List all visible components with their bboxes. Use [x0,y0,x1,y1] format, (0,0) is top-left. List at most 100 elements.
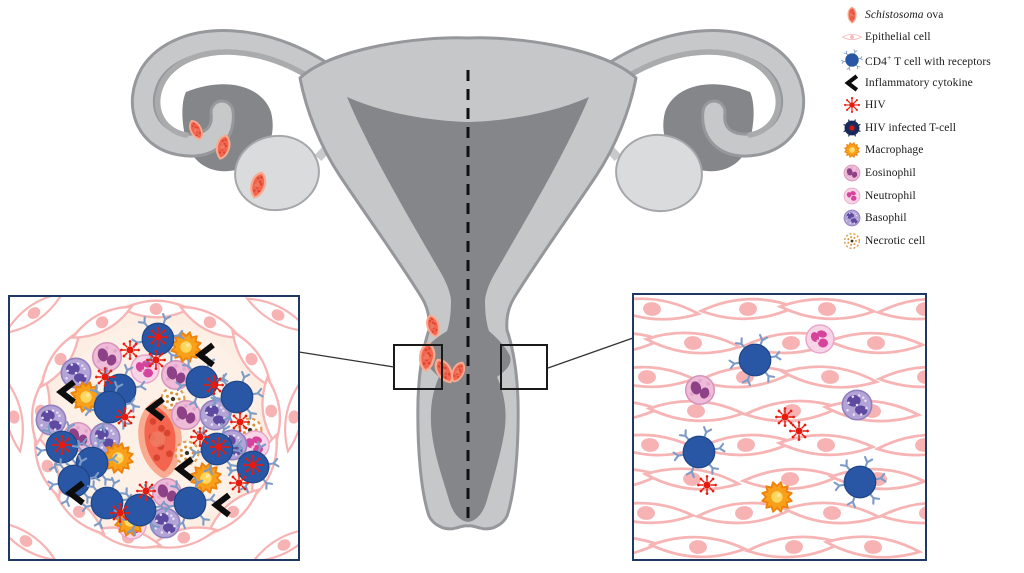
cytokine-icon [195,342,215,368]
hiv-infected-t-cell-icon [838,116,865,140]
hiv-icon [209,437,229,457]
granuloma-inset-panel [0,291,318,563]
legend-label: Macrophage [865,144,924,157]
cd4-icon [728,333,782,387]
granuloma-illustration [0,291,318,563]
legend-label: Eosinophil [865,166,916,179]
hiv-icon [838,93,865,117]
callout-box-right [500,344,548,390]
epithelial-cell-icon [838,25,865,49]
cd4-icon [83,380,137,434]
legend-item-neutrophil: Neutrophil [838,187,1022,205]
macrophage-icon [761,481,793,513]
fallopian-tube-right [583,29,806,158]
epithelial-cell-icon [645,399,747,423]
connector-line [547,337,634,369]
legend-item-necrotic-cell: Necrotic cell [838,232,1022,250]
epithelial-cell-icon [647,535,749,559]
legend-item-epithelial-cell: Epithelial cell [838,29,1022,47]
fallopian-tube-left [130,29,353,158]
basophil-icon [841,389,873,421]
schistosoma-ovum-icon [451,361,466,383]
hiv-icon [120,340,140,360]
connector-lines [298,337,634,369]
hiv-icon [190,427,210,447]
hiv-icon [95,367,115,387]
epithelial-cell-icon [743,535,845,559]
legend-label: Schistosoma ova [865,8,944,21]
epithelial-cell-icon [250,527,318,563]
legend-item-inflammatory-cytokine: Inflammatory cytokine [838,74,1022,92]
legend: Schistosoma ova Epithelial cell [838,6,1022,250]
schistosoma-ovum-icon [250,171,267,199]
cd4-icon [672,425,726,479]
epithelial-cell-icon [875,365,977,389]
hiv-icon [775,407,795,427]
epithelial-cell-icon [642,331,744,355]
legend-item-cd4-t-cell: CD4+ T cell with receptors [838,48,1022,72]
cd4-t-cell-icon [838,48,865,72]
legend-item-hiv-infected-t-cell: HIV infected T-cell [838,119,1022,137]
epithelium-illustration [559,297,979,559]
hiv-icon [52,435,72,455]
basophil-icon [838,206,865,230]
epithelial-cell-icon [595,501,697,525]
eosinophil-icon [160,359,192,391]
epithelial-cell-icon [877,501,979,525]
epithelial-cell-icon [697,297,799,321]
hiv-icon [115,407,135,427]
ovary-right [615,133,703,213]
legend-label: HIV [865,99,886,112]
epithelial-cell-icon [739,467,841,491]
epithelial-cell-icon [3,291,65,335]
epithelial-cell-icon [874,297,976,321]
eosinophil-icon [170,399,202,431]
legend-label: Neutrophil [865,189,916,202]
hiv-icon [146,350,166,370]
epithelial-cell-icon [244,297,312,333]
legend-item-macrophage: Macrophage [838,142,1022,160]
cytokine-icon [211,492,231,518]
legend-label: Epithelial cell [865,31,931,44]
necrotic-cell-icon [838,229,865,253]
macrophage-icon [102,442,134,474]
epithelial-cell-icon [779,365,881,389]
cytokine-icon [65,480,85,506]
schistosoma-ova-icon [838,3,865,27]
hiv-icon [110,503,130,523]
macrophage-icon [170,331,202,363]
epithelial-cell-icon [40,329,81,389]
eosinophil-icon [838,161,865,185]
hiv-icon [243,455,263,475]
hiv-icon [697,475,717,495]
epithelial-cell-icon [601,297,703,321]
cytokine-icon [56,379,76,405]
epithelial-cell-icon [70,305,134,339]
cytokine-icon [174,456,194,482]
legend-label: CD4+ T cell with receptors [865,52,991,68]
epithelial-cell-icon [4,380,24,454]
epithelial-cell-icon [284,380,304,454]
legend-label: Necrotic cell [865,234,926,247]
cd4-icon [163,476,217,530]
epithelium-inset-panel [559,293,979,561]
epithelial-cell-icon [781,501,883,525]
schistosoma-ovum-icon [215,134,231,160]
hiv-icon [230,412,250,432]
epithelial-cell-icon [0,520,58,562]
legend-item-hiv: HIV [838,96,1022,114]
epithelial-cell-icon [596,365,698,389]
schistosoma-ovum-icon [418,342,436,372]
cd4-icon [210,370,264,424]
epithelial-cell-icon [822,535,924,559]
schistosoma-ovum-icon [426,314,440,338]
cd4-icon [833,455,887,509]
schistosoma-ova-in-tube [188,119,267,199]
eosinophil-icon [91,341,123,373]
hiv-icon [148,327,168,347]
epithelial-cell-icon [825,331,927,355]
hiv-icon [136,481,156,501]
connector-line [298,351,395,368]
